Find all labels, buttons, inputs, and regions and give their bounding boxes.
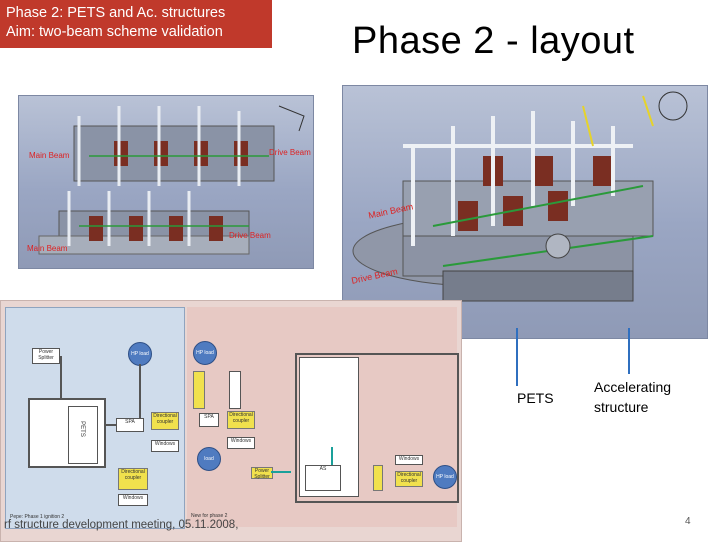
- schematic-pets-label: PETS: [79, 421, 86, 437]
- slide-header-box: Phase 2: PETS and Ac. structures Aim: tw…: [0, 0, 272, 48]
- header-line-2: Aim: two-beam scheme validation: [6, 24, 223, 40]
- page-number: 4: [685, 516, 691, 527]
- slide-title: Phase 2 - layout: [352, 20, 635, 62]
- accelerating-label-line2: structure: [594, 399, 649, 415]
- cad-label-red-1: Main Beam: [29, 151, 70, 160]
- schematic-hp-load-2: HP load: [193, 341, 217, 365]
- cad-label-red-4: Main Beam: [27, 244, 68, 253]
- schematic-hp-load-3: HP load: [433, 465, 457, 489]
- pets-label: PETS: [517, 390, 554, 406]
- cad-layout-image-large: Main Beam Drive Beam: [342, 85, 708, 339]
- schematic-wire: [106, 424, 116, 426]
- rf-schematic-diagram: Power Splitter PETS SPA Directional coup…: [0, 300, 462, 542]
- schematic-windows-4: Windows: [395, 455, 423, 465]
- schematic-windows-1: Windows: [151, 440, 179, 452]
- cad-layout-image-small: Main Beam Drive Beam Drive Beam Main Bea…: [18, 95, 314, 269]
- schematic-caption-right: New for phase 2: [191, 513, 228, 519]
- accelerating-callout-line: [628, 328, 630, 374]
- schematic-wire: [139, 364, 141, 418]
- schematic-load-circle: load: [197, 447, 221, 471]
- schematic-splitter-box: Power Splitter: [32, 348, 60, 364]
- schematic-phase1-panel: Power Splitter PETS SPA Directional coup…: [5, 307, 185, 529]
- schematic-pets-box: PETS: [28, 398, 106, 468]
- schematic-as-box: AS: [305, 465, 341, 491]
- schematic-caption-left: Pepe: Phase 1 ignition 2: [10, 514, 65, 520]
- schematic-dir-coupler-2: Directional coupler: [118, 468, 148, 490]
- schematic-windows-3: Windows: [227, 437, 255, 449]
- schematic-arrow-teal: [331, 447, 333, 465]
- accelerating-label-line1: Accelerating: [594, 379, 672, 395]
- schematic-splitter-3: [373, 465, 383, 491]
- schematic-window-3: [229, 371, 241, 409]
- schematic-wire: [60, 356, 62, 398]
- schematic-hp-load-1: HP load: [128, 342, 152, 366]
- schematic-dir-coupler-1: Directional coupler: [151, 412, 179, 430]
- schematic-dir-coupler-3: [193, 371, 205, 409]
- schematic-spa-box: SPA: [116, 418, 144, 432]
- accelerating-structure-label: Accelerating structure: [594, 377, 671, 417]
- schematic-dir-coupler-4: Directional coupler: [227, 411, 255, 429]
- header-line-1: Phase 2: PETS and Ac. structures: [6, 5, 226, 21]
- schematic-phase2-panel: HP load SPA Directional coupler Windows …: [187, 307, 459, 527]
- schematic-splitter-2: Power Splitter: [251, 467, 273, 480]
- schematic-phase2-frame: [295, 353, 459, 503]
- cad-label-red-3: Drive Beam: [229, 231, 271, 240]
- cad-drawing-small: [38, 105, 305, 255]
- schematic-spa-2: SPA: [199, 413, 219, 427]
- cad-drawing-large: [352, 91, 688, 302]
- slide-footer: rf structure development meeting, 05.11.…: [4, 519, 239, 531]
- schematic-dir-coupler-5: Directional coupler: [395, 471, 423, 487]
- schematic-arrow-teal: [271, 471, 291, 473]
- pets-callout-line: [516, 328, 518, 386]
- schematic-windows-2: Windows: [118, 494, 148, 506]
- cad-label-red-2: Drive Beam: [269, 148, 311, 157]
